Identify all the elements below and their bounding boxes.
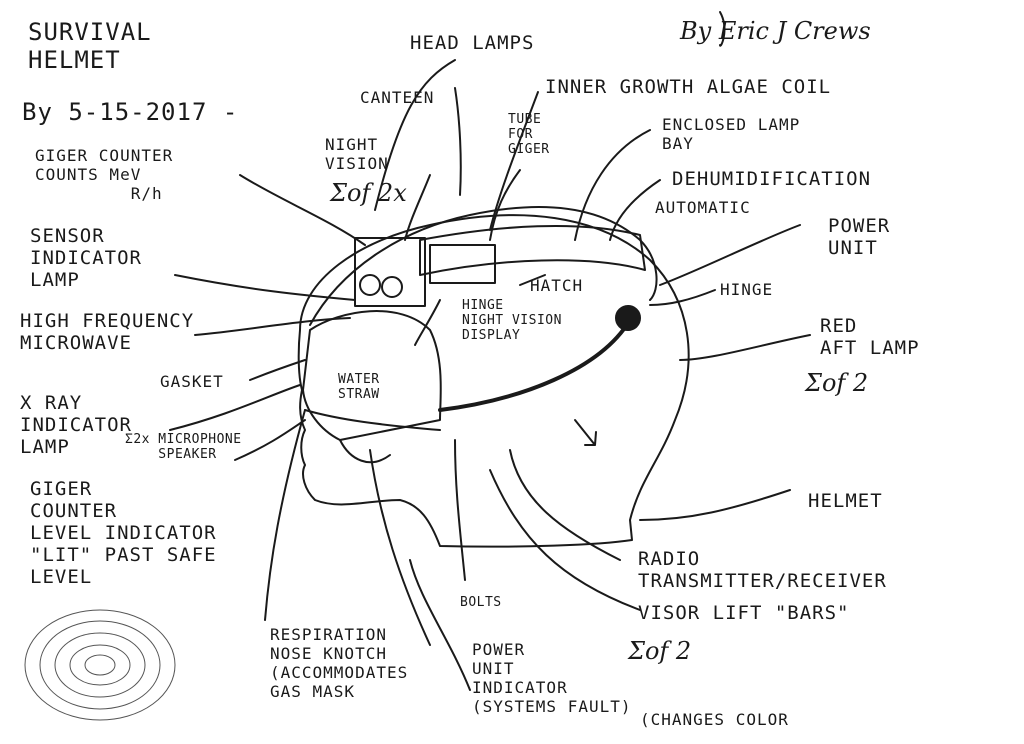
label-head-lamps: HEAD LAMPS <box>410 32 535 54</box>
label-red-aft-lamp: RED AFT LAMP <box>820 315 920 359</box>
label-canteen: CANTEEN <box>360 88 435 107</box>
label-radio: RADIO TRANSMITTER/RECEIVER <box>638 548 887 592</box>
label-hinge-right: HINGE <box>720 280 774 299</box>
label-x-ray-indicator-lamp: X RAY INDICATOR LAMP <box>20 392 132 458</box>
red-aft-lamp-dot <box>615 305 641 331</box>
label-power-unit-indicator: POWER UNIT INDICATOR (SYSTEMS FAULT) <box>472 640 632 716</box>
canteen-box <box>429 244 496 284</box>
label-bolts: BOLTS <box>460 595 502 610</box>
label-sensor-indicator-lamp: SENSOR INDICATOR LAMP <box>30 225 142 291</box>
helmet-band <box>419 224 646 276</box>
label-giger-counter-counts: GIGER COUNTER COUNTS MeV R/h <box>35 146 174 203</box>
label-giger-counter-level: GIGER COUNTER LEVEL INDICATOR "LIT" PAST… <box>30 478 217 588</box>
head-outline <box>297 214 690 548</box>
label-hatch: HATCH <box>530 276 584 295</box>
arrow <box>574 419 597 446</box>
label-tube-for-giger: TUBE FOR GIGER <box>508 112 550 157</box>
label-visor-lift-qty: Σof 2 <box>628 637 692 665</box>
page-title: SURVIVAL HELMET <box>28 18 152 74</box>
label-hinge-night-vision-display: HINGE NIGHT VISION DISPLAY <box>462 298 562 343</box>
date-label: By 5-15-2017 - <box>22 98 239 126</box>
author-signature: By Eric J Crews <box>680 17 871 45</box>
label-water-straw: WATER STRAW <box>338 372 380 402</box>
visor <box>302 310 442 441</box>
visor-lift-bar <box>438 318 632 412</box>
helmet-shell <box>309 206 658 326</box>
label-dehumidification: DEHUMIDIFICATION <box>672 168 872 190</box>
visor-lower <box>304 409 441 431</box>
label-enclosed-lamp-bay: ENCLOSED LAMP BAY <box>662 115 801 153</box>
label-inner-growth: INNER GROWTH ALGAE COIL <box>545 76 832 98</box>
scribble-stamp <box>24 609 176 721</box>
label-night-vision-qty: Σof 2x <box>330 179 407 207</box>
label-power-unit: POWER UNIT <box>828 215 891 259</box>
label-high-frequency-microwave: HIGH FREQUENCY MICROWAVE <box>20 310 195 354</box>
night-vision-box <box>354 237 426 307</box>
label-changes-color: (CHANGES COLOR <box>640 710 789 729</box>
label-visor-lift-bars: VISOR LIFT "BARS" <box>638 602 850 624</box>
label-gasket: GASKET <box>160 372 224 391</box>
lens-left <box>359 274 381 296</box>
nose-notch <box>339 439 391 464</box>
lens-right <box>381 276 403 298</box>
label-helmet: HELMET <box>808 490 883 512</box>
label-microphone-speaker: Σ2x MICROPHONE SPEAKER <box>125 432 242 462</box>
label-night-vision: NIGHT VISION <box>325 135 389 173</box>
label-respiration: RESPIRATION NOSE KNOTCH (ACCOMMODATES GA… <box>270 625 409 701</box>
label-red-aft-lamp-qty: Σof 2 <box>805 369 869 397</box>
label-automatic: AUTOMATIC <box>655 198 751 217</box>
